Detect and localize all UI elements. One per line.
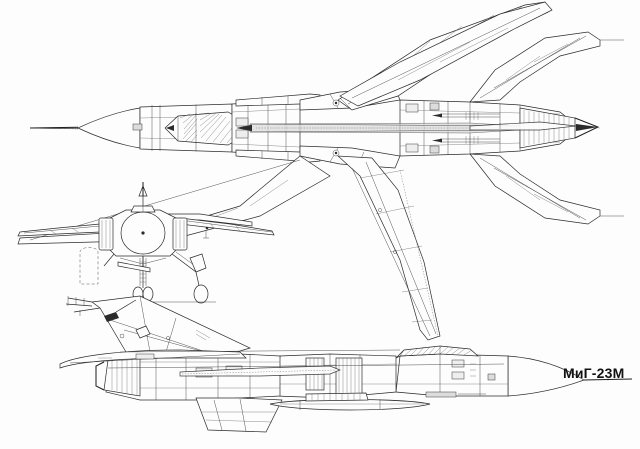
plan-vertical-tail: [469, 121, 577, 131]
side-spine-line: [119, 349, 401, 353]
front-main-landing-gear: [103, 251, 209, 304]
side-underside-detail: [305, 391, 486, 402]
front-gear-door: [189, 253, 207, 273]
side-exhaust-nozzle: [95, 355, 141, 397]
side-waterline: [107, 363, 505, 369]
side-pitot-boom: [583, 378, 633, 381]
front-fuselage: [107, 209, 179, 257]
side-gun-fairing: [425, 391, 457, 398]
drawing-caption: МиГ-23М: [563, 365, 625, 381]
plan-wing-swept-lower: [337, 155, 441, 341]
side-canopy: [395, 345, 479, 359]
plan-missile-rails: [432, 112, 500, 144]
plan-view: [17, 1, 624, 341]
side-windshield: [469, 348, 479, 357]
plan-wing-swept-upper: [339, 1, 553, 107]
side-forward-fuselage: [395, 353, 509, 397]
side-fin-tip-antenna: [65, 296, 137, 322]
front-canopy-and-fin: [130, 182, 156, 213]
front-main-wheel-right: [193, 284, 209, 304]
side-horizontal-stabilizer: [59, 349, 247, 369]
front-ventral-fin: [117, 256, 151, 273]
side-wing-edge: [179, 365, 341, 377]
front-air-intakes: [98, 217, 188, 251]
front-view: [17, 182, 275, 304]
plan-pitot-boom: [29, 126, 79, 130]
side-ventral-fin: [195, 397, 283, 433]
plan-horizontal-stabilizers: [469, 31, 624, 225]
plan-nose-panel: [132, 123, 143, 131]
side-view: [59, 295, 633, 433]
front-drop-tank-outline: [79, 247, 99, 285]
